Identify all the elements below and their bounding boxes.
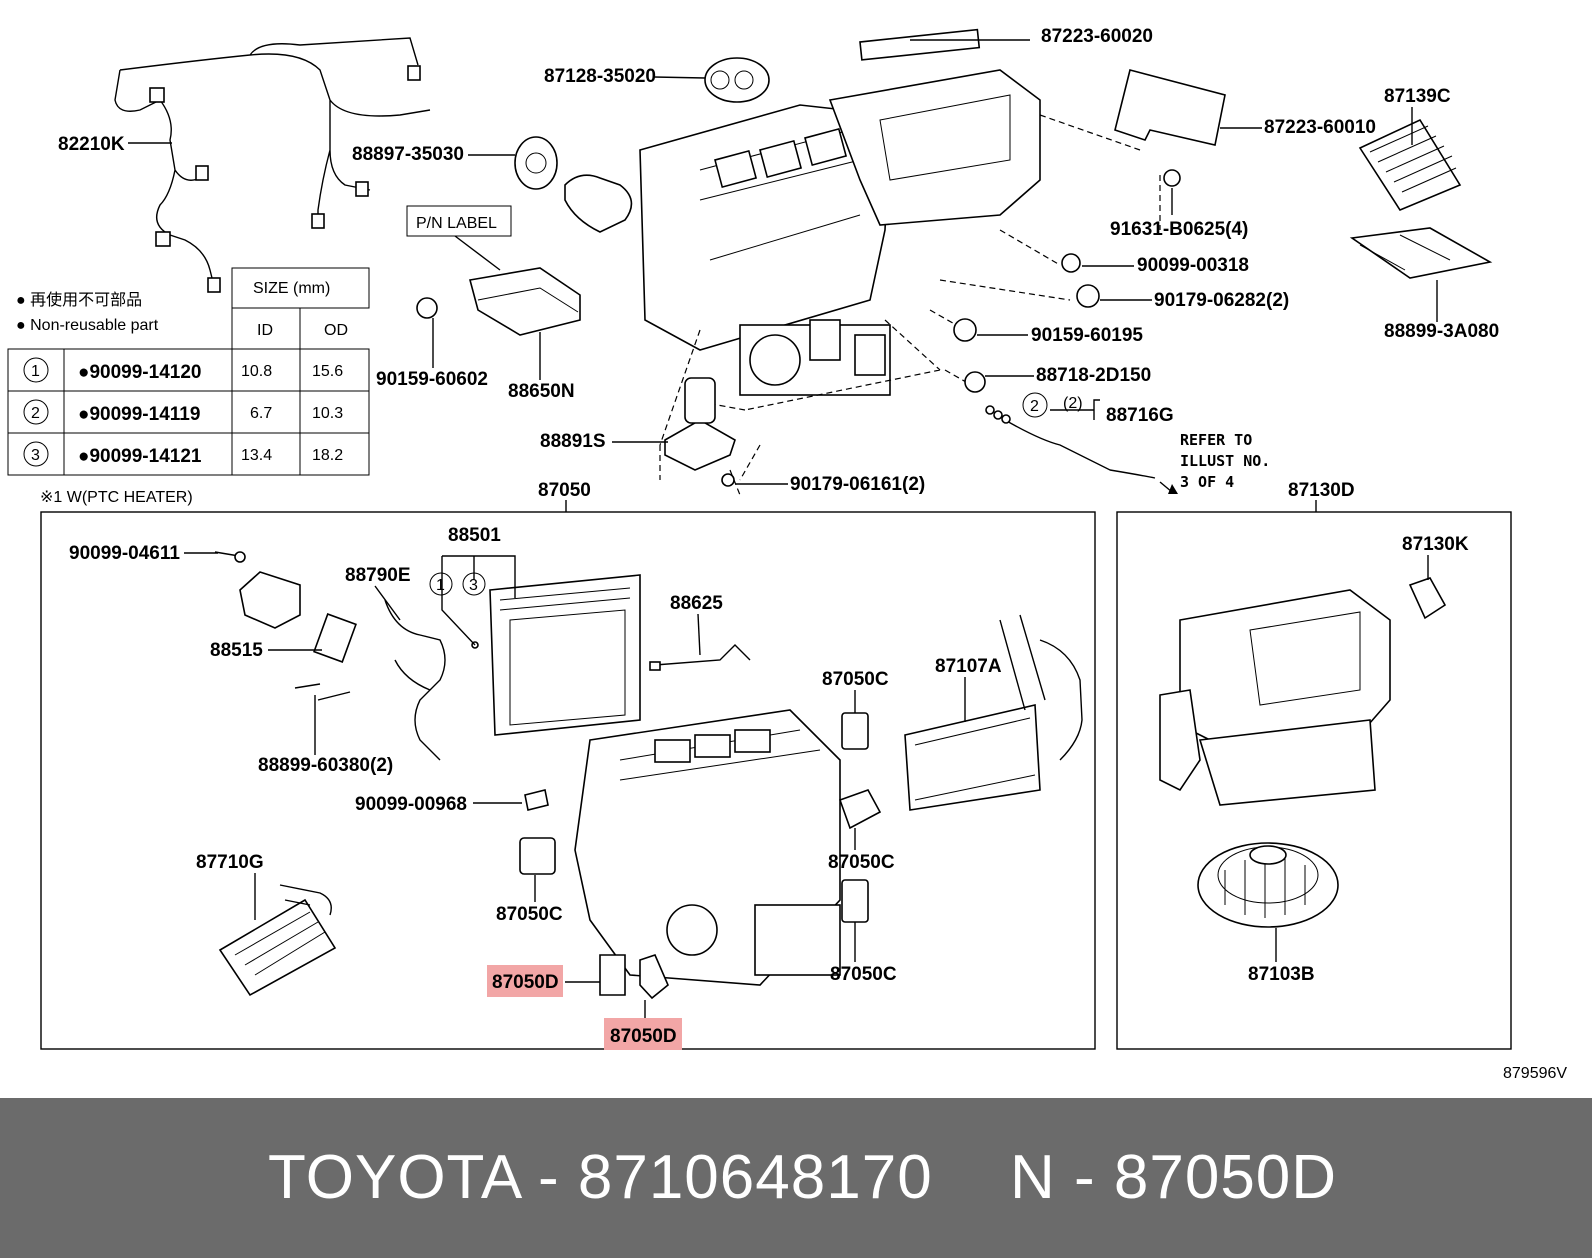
pipe-88716G-drawing xyxy=(985,392,1178,494)
highlight-87050D-a xyxy=(487,965,563,997)
hvac-assembly-drawing xyxy=(514,28,1226,396)
screws-top-right xyxy=(953,169,1181,393)
brand-part-number: TOYOTA - 8710648170 xyxy=(268,1143,933,1212)
label-90179-06282: 90179-06282(2) xyxy=(1154,290,1289,311)
legend-nonreusable-en: ● Non-reusable part xyxy=(16,317,159,334)
label-90159-60195: 90159-60195 xyxy=(1031,325,1143,346)
table-row3-num: 3 xyxy=(31,447,40,464)
label-88515: 88515 xyxy=(210,640,263,661)
label-87139C: 87139C xyxy=(1384,86,1451,107)
highlight-87050D-b xyxy=(604,1018,682,1050)
circle-3-label: 3 xyxy=(469,577,478,594)
footer-bar: TOYOTA - 8710648170 N - 87050D xyxy=(0,1098,1592,1258)
label-91631-B0625: 91631-B0625(4) xyxy=(1110,219,1248,240)
label-87107A: 87107A xyxy=(935,656,1002,677)
label-88501: 88501 xyxy=(448,525,501,546)
label-90159-60602: 90159-60602 xyxy=(376,369,488,390)
filter-87139C-drawing xyxy=(1349,118,1493,279)
parts-87050-left-drawing xyxy=(214,551,1083,1000)
label-90099-04611: 90099-04611 xyxy=(69,543,180,564)
label-88718-2D150: 88718-2D150 xyxy=(1036,365,1151,386)
label-87050C-d: 87050C xyxy=(830,964,897,985)
table-row2-num: 2 xyxy=(31,405,40,422)
label-88650N: 88650N xyxy=(508,381,575,402)
table-row1-num: 1 xyxy=(31,363,40,380)
table-row2-od: 10.3 xyxy=(312,405,343,422)
table-row3-id: 13.4 xyxy=(241,447,272,464)
label-90099-00318: 90099-00318 xyxy=(1137,255,1249,276)
table-row2-part: ●90099-14119 xyxy=(78,404,200,425)
label-87050C-c: 87050C xyxy=(496,904,563,925)
refer-line-2: ILLUST NO. xyxy=(1180,452,1270,470)
parts-87130D-drawing xyxy=(1159,577,1447,928)
qty-2: (2) xyxy=(1063,395,1083,412)
actuator-88650N-drawing xyxy=(406,205,581,336)
guide-lines-top xyxy=(659,114,1161,496)
sensor-88891S-drawing xyxy=(664,377,736,487)
wire-harness-drawing xyxy=(114,37,431,293)
label-88716G: 88716G xyxy=(1106,405,1174,426)
image-code: 879596V xyxy=(1503,1065,1567,1082)
label-87103B: 87103B xyxy=(1248,964,1315,985)
label-88899-3A080: 88899-3A080 xyxy=(1384,321,1499,342)
refer-line-1: REFER TO xyxy=(1180,431,1252,449)
table-row3-od: 18.2 xyxy=(312,447,343,464)
label-87710G: 87710G xyxy=(196,852,264,873)
refer-line-3: 3 OF 4 xyxy=(1180,473,1234,491)
label-87130K: 87130K xyxy=(1402,534,1469,555)
circle-1-label: 1 xyxy=(436,577,445,594)
label-87050D-a: 87050D xyxy=(492,972,559,993)
circle-2-label: 2 xyxy=(1030,398,1039,415)
label-88897-35030: 88897-35030 xyxy=(352,144,464,165)
table-od-header: OD xyxy=(324,322,348,339)
label-88625: 88625 xyxy=(670,593,723,614)
ptc-heater-note: ※1 W(PTC HEATER) xyxy=(40,489,193,506)
label-87050D-b: 87050D xyxy=(610,1026,677,1047)
table-row2-id: 6.7 xyxy=(250,405,272,422)
label-87223-60010: 87223-60010 xyxy=(1264,117,1376,138)
label-82210K: 82210K xyxy=(58,134,125,155)
group-box-87050 xyxy=(40,511,1096,1050)
reference-code: N - 87050D xyxy=(1010,1143,1338,1212)
label-90179-06161: 90179-06161(2) xyxy=(790,474,925,495)
table-row1-od: 15.6 xyxy=(312,363,343,380)
table-size-header: SIZE (mm) xyxy=(253,280,330,297)
label-87223-60020: 87223-60020 xyxy=(1041,26,1153,47)
table-row1-id: 10.8 xyxy=(241,363,272,380)
label-90099-00968: 90099-00968 xyxy=(355,794,467,815)
table-row3-part: ●90099-14121 xyxy=(78,446,202,467)
label-88891S: 88891S xyxy=(540,431,606,452)
table-id-header: ID xyxy=(257,322,273,339)
parts-diagram: 82210K ● 再使用不可部品 ● Non-reusable part SIZ… xyxy=(7,26,1568,1082)
label-87050C-b: 87050C xyxy=(828,852,895,873)
label-88899-60380: 88899-60380(2) xyxy=(258,755,393,776)
legend-nonreusable-jp: ● 再使用不可部品 xyxy=(16,291,142,309)
group-box-87130D xyxy=(1116,511,1512,1050)
label-87050: 87050 xyxy=(538,480,591,501)
label-88790E: 88790E xyxy=(345,565,411,586)
pn-label-text: P/N LABEL xyxy=(416,215,497,232)
label-87130D: 87130D xyxy=(1288,480,1355,501)
non-reusable-table xyxy=(7,267,370,476)
label-87050C-a: 87050C xyxy=(822,669,889,690)
label-87128-35020: 87128-35020 xyxy=(544,66,656,87)
table-row1-part: ●90099-14120 xyxy=(78,362,201,383)
